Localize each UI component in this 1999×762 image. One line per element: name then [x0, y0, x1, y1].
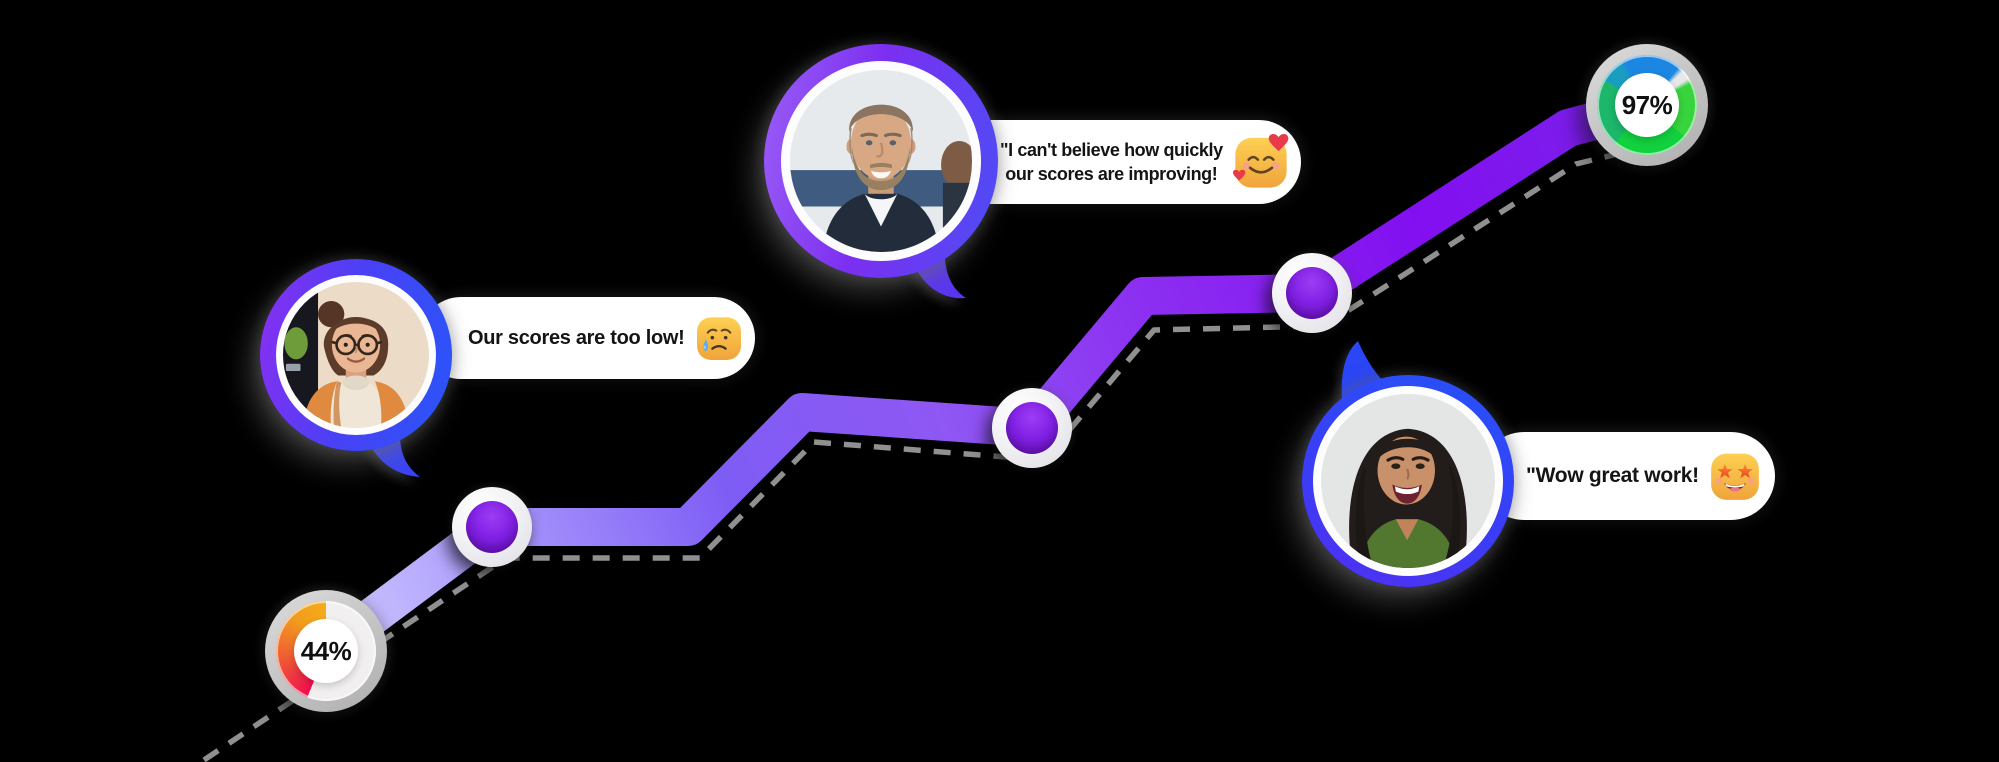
quote-text: Our scores are too low!	[468, 326, 685, 349]
quote-pill-too-low: Our scores are too low!	[420, 297, 755, 379]
smiling-face-with-hearts-emoji-icon	[1232, 134, 1289, 188]
gauge-low-percent-label: 44%	[300, 635, 352, 666]
smiling-woman-illustration	[1321, 394, 1495, 568]
score-gauge-low: 44%	[265, 590, 387, 712]
score-gauge-high: 97%	[1586, 44, 1708, 166]
avatar-photo	[790, 70, 972, 252]
quote-line-2: our scores are improving!	[1005, 164, 1218, 184]
quote-pill-great-work: "Wow great work!	[1480, 432, 1775, 520]
quote-line-1: "I can't believe how quickly	[1000, 140, 1223, 160]
avatar-white-ring	[1313, 386, 1503, 576]
dashed-trail-line	[202, 145, 1643, 762]
avatar-bubble-smiling-woman	[1302, 341, 1514, 587]
avatar-ring	[764, 44, 998, 278]
avatar-photo	[1321, 394, 1495, 568]
bearded-man-illustration	[790, 70, 972, 252]
sad-tear-emoji-icon	[696, 317, 741, 360]
score-gauge-low-value: 44%	[294, 619, 358, 683]
gauge-high-percent-label: 97%	[1621, 89, 1673, 120]
quote-pill-improving: "I can't believe how quickly our scores …	[950, 120, 1301, 204]
avatar-bubble-woman-glasses	[260, 259, 452, 477]
milestone-node-3	[1272, 253, 1352, 333]
star-struck-emoji-icon	[1710, 453, 1759, 500]
milestone-node-2-dot	[1006, 402, 1058, 454]
avatar-photo	[283, 282, 429, 428]
score-gauge-high-value: 97%	[1615, 73, 1679, 137]
avatar-ring	[260, 259, 452, 451]
avatar-bubble-bearded-man	[764, 44, 998, 299]
woman-with-glasses-illustration	[283, 282, 429, 428]
avatar-white-ring	[276, 275, 436, 435]
quote-text: "Wow great work!	[1526, 464, 1699, 487]
avatar-ring	[1302, 375, 1514, 587]
milestone-node-1-dot	[466, 501, 518, 553]
milestone-node-1	[452, 487, 532, 567]
milestone-node-3-dot	[1286, 267, 1338, 319]
avatar-white-ring	[781, 61, 981, 261]
quote-text: "I can't believe how quickly our scores …	[1000, 138, 1223, 186]
milestone-node-2	[992, 388, 1072, 468]
